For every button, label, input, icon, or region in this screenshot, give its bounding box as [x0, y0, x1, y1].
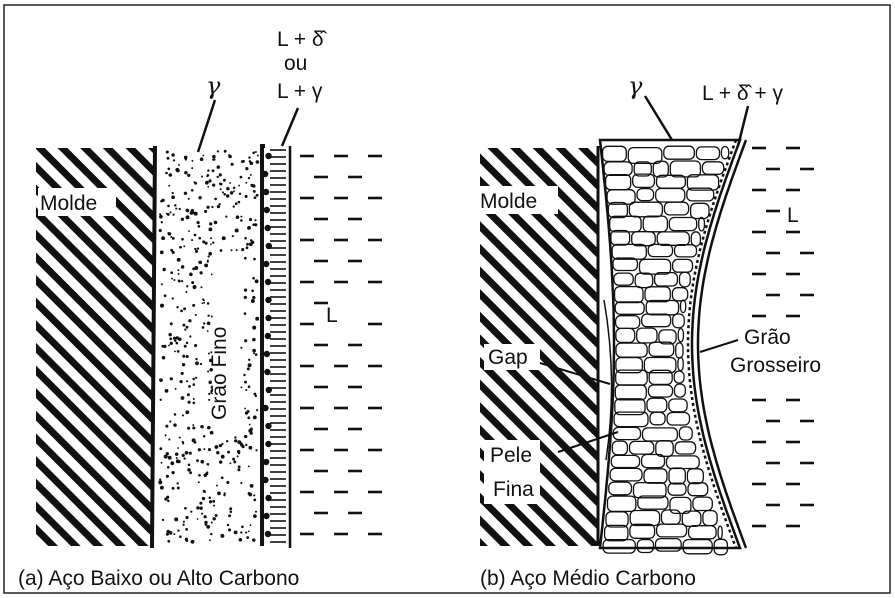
mold-label-a: Molde	[40, 192, 97, 215]
interface-label-a-2: ou	[284, 52, 307, 75]
mold-label-b: Molde	[480, 190, 537, 213]
grain-label-b-2: Grosseiro	[730, 354, 821, 377]
panel-b: Molde L γ L + δ̂ + γ Grão Grosseiro Gap …	[478, 72, 821, 590]
gamma-label-b: γ	[628, 72, 643, 100]
skin-label-b-2: Fina	[493, 478, 534, 501]
liquid-label-a: L	[326, 304, 338, 327]
grain-label-b-1: Grão	[744, 326, 791, 349]
interface-leader-b	[738, 106, 748, 146]
interface-label-b: L + δ̂ + γ	[702, 82, 783, 105]
grain-leader-b	[700, 340, 738, 352]
panel-a: Molde L γ L + δ̂ ou L + γ Grão Fino (a) …	[18, 28, 382, 590]
interface-label-a-3: L + γ	[277, 80, 323, 103]
gamma-leader-b	[645, 96, 672, 140]
interface-label-a-1: L + δ̂	[277, 28, 328, 51]
liquid-dashes-a	[300, 156, 382, 534]
grain-label-a: Grão Fino	[208, 327, 231, 420]
caption-a: (a) Aço Baixo ou Alto Carbono	[18, 567, 299, 590]
gap-label-b: Gap	[488, 346, 528, 369]
gamma-leader-a	[198, 100, 215, 152]
skin-label-b-1: Pele	[490, 444, 532, 467]
caption-b: (b) Aço Médio Carbono	[480, 567, 696, 590]
interface-leader-a	[282, 108, 298, 146]
mushy-zone-a	[262, 146, 290, 548]
liquid-label-b: L	[787, 204, 799, 227]
gamma-label-a: γ	[206, 72, 221, 100]
solid-front-a	[262, 146, 265, 546]
